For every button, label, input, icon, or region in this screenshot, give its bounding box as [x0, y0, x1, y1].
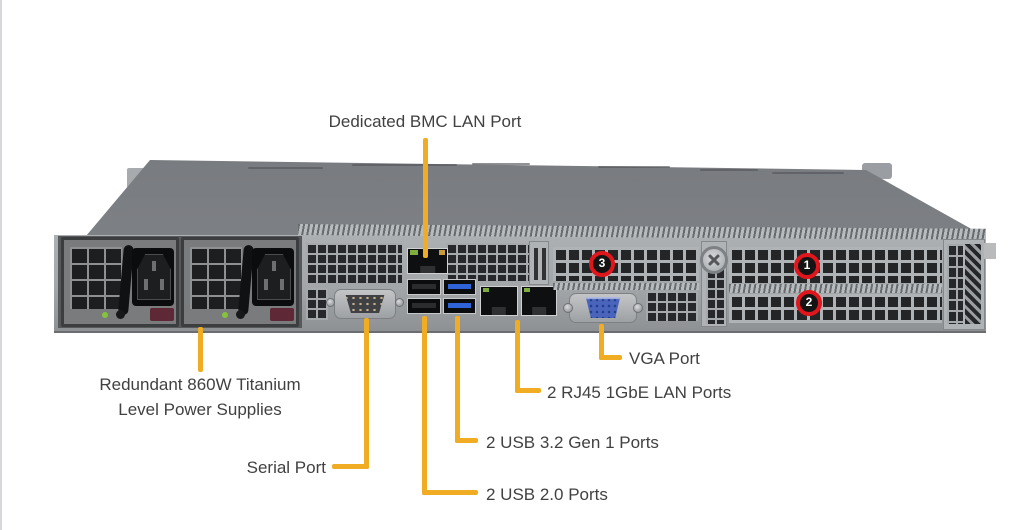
lid-vent-dash: [352, 164, 457, 166]
bmc-led-amber: [439, 250, 445, 255]
label-usb2-ports: 2 USB 2.0 Ports: [486, 485, 608, 504]
callout-line-vga-h: [599, 355, 622, 360]
vent-block: [646, 291, 698, 321]
psu-status-led: [222, 312, 228, 318]
label-power-supplies: Redundant 860W Titanium Level Power Supp…: [72, 372, 328, 422]
psu-button: [116, 310, 125, 319]
label-lan-ports: 2 RJ45 1GbE LAN Ports: [547, 383, 732, 402]
callout-line-psu: [198, 327, 203, 372]
slot-badge-1: 1: [794, 253, 820, 279]
slot-divider-serration: [729, 284, 942, 293]
slot-badge-2: 2: [796, 290, 822, 316]
lid-vent-dash: [700, 169, 758, 171]
psu-release-tab: [270, 308, 294, 321]
usb2-port-bottom: [407, 298, 441, 314]
usb2-port-top: [407, 279, 441, 295]
rack-ear-right: [984, 243, 996, 259]
lid-vent-dash: [248, 167, 323, 169]
psu-release-tab: [150, 308, 174, 321]
usb3-port-top: [443, 279, 476, 295]
lan-port-2: [521, 286, 557, 316]
callout-line-serial-v: [364, 318, 369, 469]
callout-line-usb2-v: [422, 316, 427, 495]
label-serial-port: Serial Port: [246, 458, 326, 477]
label-vga-port: VGA Port: [629, 349, 700, 368]
psu-button: [236, 310, 245, 319]
lid-vent-dash: [472, 163, 530, 165]
label-bmc-lan-port: Dedicated BMC LAN Port: [328, 112, 522, 131]
usb3-port-bottom: [443, 298, 476, 314]
expansion-slot-3-cover: [553, 247, 699, 281]
lid-vent-dash: [772, 172, 844, 174]
vent-block: [446, 243, 530, 281]
callout-line-serial-h: [332, 464, 369, 469]
callout-line-vga-v: [599, 324, 604, 360]
label-power-supplies-line1: Redundant 860W Titanium: [99, 375, 301, 394]
expansion-slot-1-cover: [729, 247, 942, 283]
riser-thumbscrew: [700, 246, 728, 274]
serial-port: [326, 287, 404, 321]
lid-vent-dash: [598, 166, 670, 168]
image-edge-line: [0, 0, 2, 530]
callout-line-lan-v: [515, 320, 520, 393]
psu-vent-grid: [190, 247, 242, 309]
slot-3-serration: [553, 283, 699, 290]
vga-port: [563, 291, 643, 325]
label-usb3-ports: 2 USB 3.2 Gen 1 Ports: [486, 433, 659, 452]
psu-module-2: [181, 237, 299, 327]
bmc-led-green: [410, 250, 418, 255]
vent-block: [306, 243, 402, 283]
psu-status-led: [102, 312, 108, 318]
vent-block: [306, 288, 328, 320]
callout-line-usb3-h: [455, 438, 478, 443]
callout-line-usb2-h: [422, 490, 478, 495]
label-power-supplies-line2: Level Power Supplies: [118, 400, 282, 419]
ac-inlet-c14: [137, 254, 171, 300]
ac-inlet-c14: [257, 254, 291, 300]
right-bracket-diagonal-vents: [965, 244, 981, 324]
callout-line-bmc: [423, 138, 428, 258]
io-bracket-small: [529, 241, 549, 285]
psu-vent-grid: [70, 247, 122, 309]
slot-badge-3: 3: [589, 251, 615, 277]
lan-port-1: [480, 286, 518, 316]
expansion-slot-2-cover: [729, 294, 942, 323]
psu-module-1: [61, 237, 179, 327]
callout-line-lan-h: [515, 388, 541, 393]
callout-line-usb3-v: [455, 316, 460, 443]
right-bracket: [943, 239, 985, 330]
